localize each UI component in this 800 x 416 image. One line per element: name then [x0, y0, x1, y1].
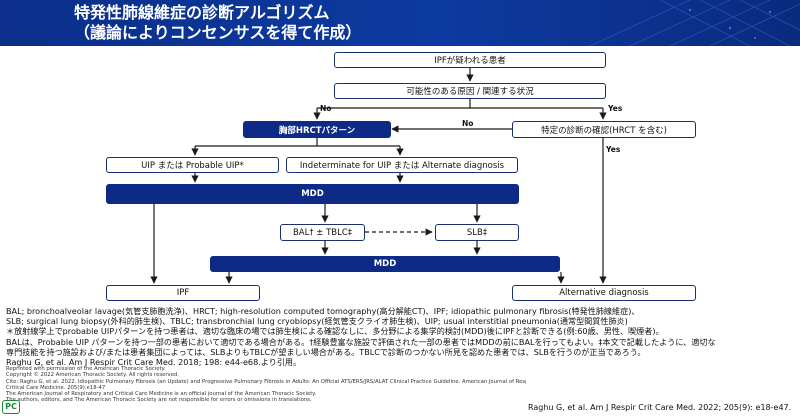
- footnote-line: Raghu G, et al. Am J Respir Crit Care Me…: [6, 357, 302, 368]
- copyright-line: The American Journal of Respiratory and …: [6, 391, 317, 398]
- node-bal-tblc: BAL† ± TBLC‡: [280, 224, 365, 241]
- node-specific-diagnosis: 特定の診断の確認(HRCT を含む): [512, 121, 696, 138]
- copyright-block: Reprinted with permission of the America…: [6, 366, 526, 404]
- copyright-line: Copyright © 2022 American Thoracic Socie…: [6, 372, 180, 379]
- copyright-line: Reprinted with permission of the America…: [6, 366, 166, 372]
- label-yes-right: Yes: [608, 104, 623, 113]
- page-title: 特発性肺線維症の診断アルゴリズム: [74, 3, 330, 22]
- footnote-line: 専門技能を持つ施設および/または患者集団によっては、SLBよりもTBLCが望まし…: [6, 346, 646, 357]
- node-ipf-suspected: IPFが疑われる患者: [334, 52, 606, 68]
- node-mdd-2: MDD: [210, 256, 560, 272]
- header-decoration: [589, 0, 800, 46]
- connector-lines: [150, 68, 607, 284]
- algorithm-diagram: IPFが疑われる患者 可能性のある原因 / 関連する状況 胸部HRCTパターン …: [0, 46, 800, 306]
- copyright-line: The authors, editors, and The American T…: [6, 397, 312, 404]
- footnote-line: BAL; bronchoalveolar lavage(気管支肺胞洗浄)、HRC…: [6, 306, 640, 316]
- node-hrct-pattern: 胸部HRCTパターン: [243, 121, 391, 138]
- footer-citation: Raghu G, et al. Am J Respir Crit Care Me…: [528, 403, 792, 412]
- pc-logo: PC: [2, 400, 20, 414]
- copyright-line: Cite: Raghu G, et al. 2022. Idiopathic P…: [6, 378, 526, 385]
- node-alternative-diagnosis: Alternative diagnosis: [512, 285, 696, 301]
- footnote-line: BALは、Probable UIP パターンを持つ一部の患者において適切である場…: [6, 336, 716, 347]
- footnote-line: ＊放射線学上でprobable UIPパターンを持つ患者は、適切な臨床の場では肺…: [6, 326, 664, 337]
- node-ipf: IPF: [106, 285, 260, 301]
- label-no-left: No: [320, 104, 332, 113]
- node-uip: UIP または Probable UIP*: [106, 157, 279, 173]
- page-subtitle: （議論によりコンセンサスを得て作成）: [74, 23, 362, 42]
- label-no-mid: No: [462, 119, 474, 128]
- node-mdd-1: MDD: [106, 184, 519, 204]
- footnote-line: SLB; surgical lung biopsy(外科的肺生検)、TBLC; …: [6, 316, 628, 327]
- copyright-line: Critical Care Medicine. 205(9):e18-47: [6, 384, 106, 391]
- label-yes-down: Yes: [606, 145, 621, 154]
- node-possible-causes: 可能性のある原因 / 関連する状況: [334, 83, 606, 99]
- header-bar: 特発性肺線維症の診断アルゴリズム （議論によりコンセンサスを得て作成）: [0, 0, 800, 46]
- footnotes: BAL; bronchoalveolar lavage(気管支肺胞洗浄)、HRC…: [6, 306, 796, 367]
- node-slb: SLB‡: [435, 224, 519, 241]
- node-indeterminate: Indeterminate for UIP または Alternate diag…: [286, 157, 518, 173]
